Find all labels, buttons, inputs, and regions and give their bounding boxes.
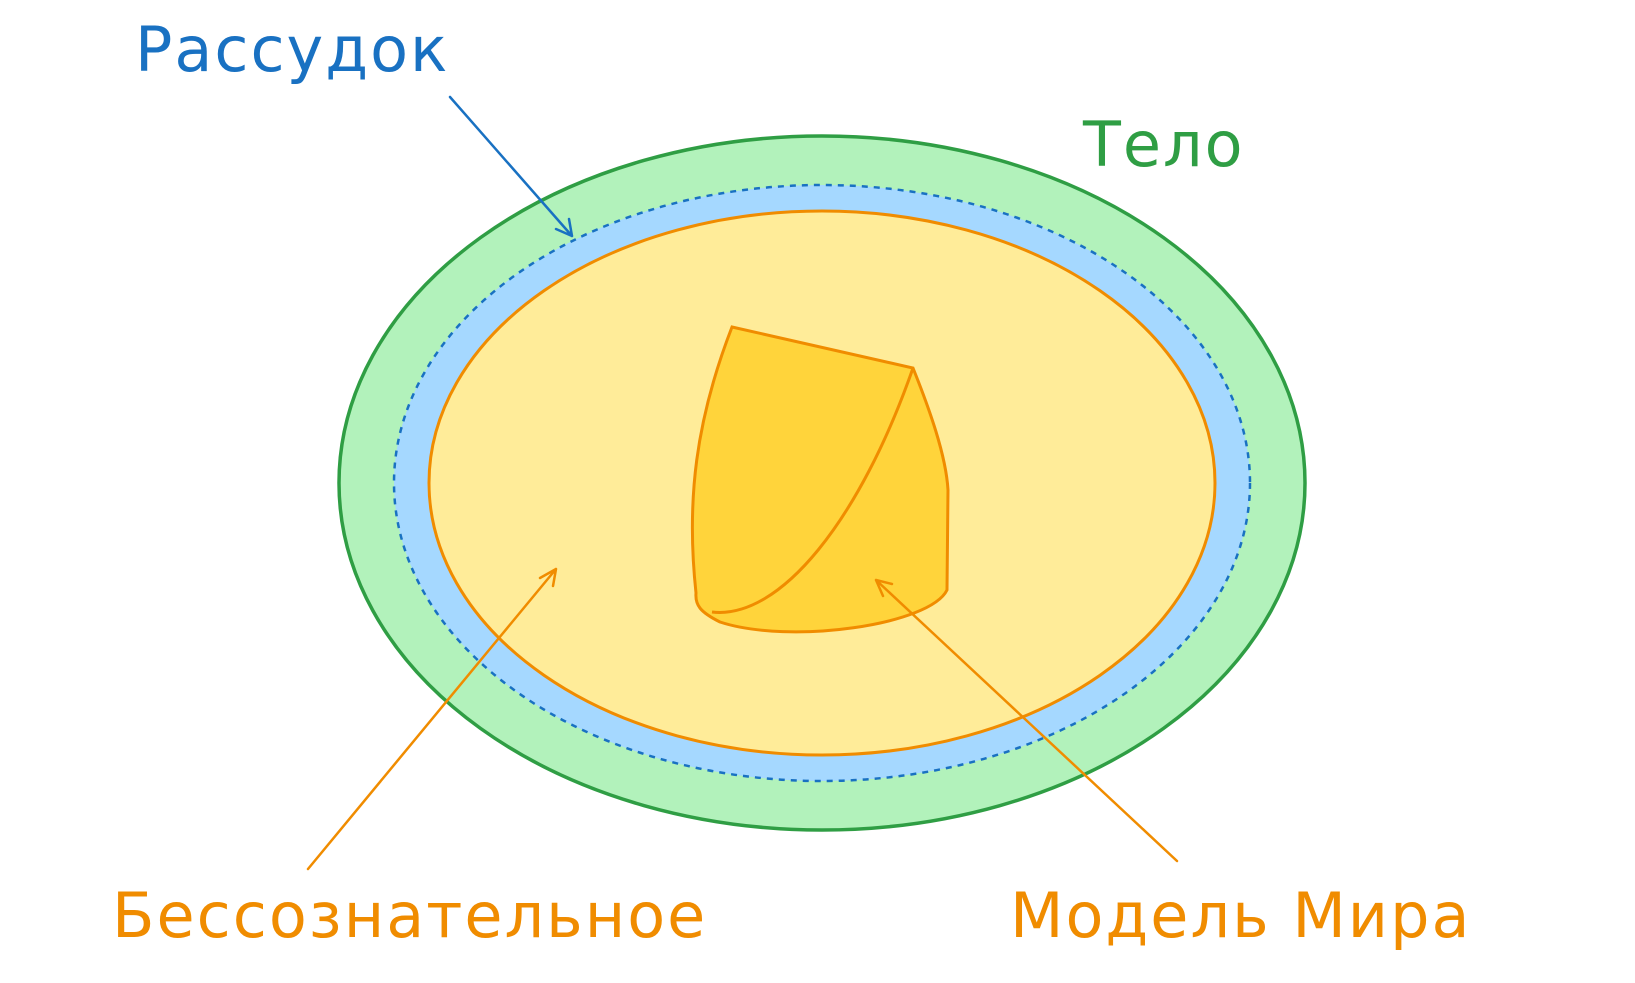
reason-arrow bbox=[448, 95, 574, 238]
reason-label: Рассудок bbox=[135, 13, 450, 86]
body-label: Тело bbox=[1082, 108, 1245, 181]
world-model-shape bbox=[690, 325, 950, 634]
world-model-arrow bbox=[874, 578, 1179, 863]
world-model-inner-curve bbox=[711, 367, 915, 614]
world-model-label: Модель Мира bbox=[1010, 879, 1471, 952]
unconscious-arrow bbox=[306, 567, 558, 871]
unconscious-label: Бессознательное bbox=[112, 879, 707, 952]
